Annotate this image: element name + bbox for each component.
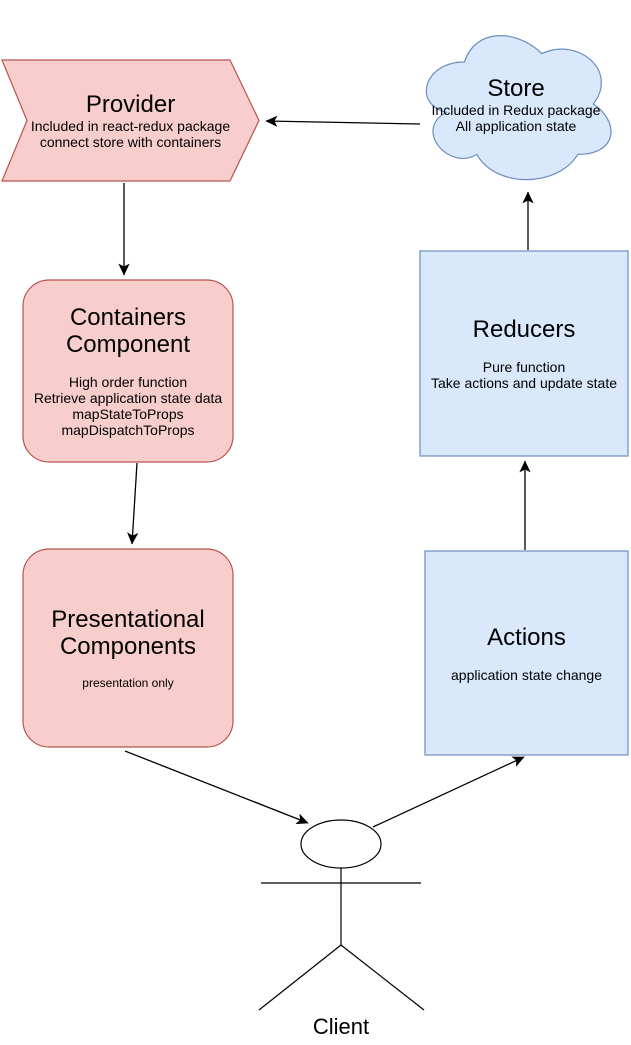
- arrow-store-to-provider: [265, 115, 421, 127]
- actor-left-leg: [258, 944, 342, 1011]
- reducers-shape: [419, 250, 629, 457]
- containers-shape: [22, 279, 234, 463]
- provider-shape: [1, 59, 260, 182]
- arrow-presentational-to-client: [124, 750, 309, 825]
- arrow-client-to-actions: [372, 756, 525, 828]
- actions-shape: [424, 550, 629, 756]
- store-cloud-shape: [425, 35, 612, 181]
- actor-right-leg: [340, 944, 425, 1011]
- arrow-containers-to-presentational: [127, 462, 139, 545]
- presentational-shape: [22, 548, 234, 748]
- client-actor-figure: [258, 819, 425, 1011]
- actor-head: [300, 819, 382, 869]
